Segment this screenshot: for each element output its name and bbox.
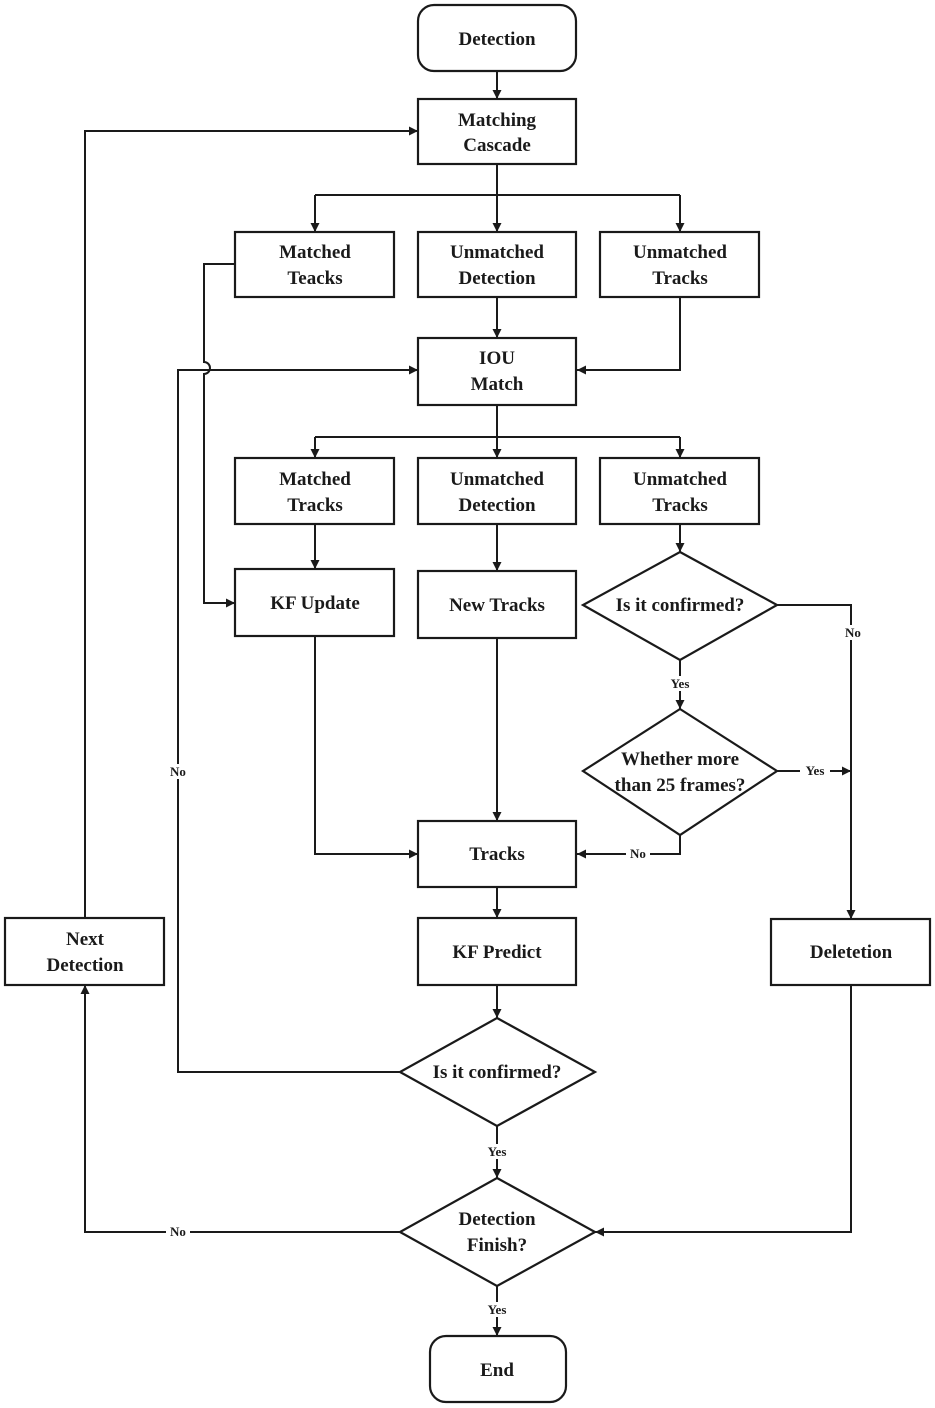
edge-label-backgrounds: [166, 625, 863, 1317]
edge-confirmed-no-to-deletion: [777, 604, 856, 919]
label-confirmed-1-yes: Yes: [671, 676, 690, 691]
node-new-tracks: New Tracks: [416, 569, 578, 640]
node-detection-label: Detection: [458, 29, 535, 50]
node-kf-predict: KF Predict: [416, 916, 578, 987]
connectors: [80, 71, 856, 1336]
decision-detection-finish-line1: Detection: [458, 1209, 535, 1230]
node-next-detection-line1: Next: [66, 929, 105, 950]
label-confirmed-1-no: No: [845, 625, 861, 640]
edge-matched-teacks-to-kf-update: [203, 263, 235, 608]
node-deletion: Deletetion: [769, 917, 932, 987]
node-unmatched-tracks-1-line2: Tracks: [652, 268, 708, 289]
node-matched-teacks: Matched Teacks: [233, 230, 396, 299]
node-iou-match-line2: Match: [471, 374, 524, 395]
label-frames-no: No: [630, 846, 646, 861]
label-frames-yes: Yes: [806, 763, 825, 778]
edge-kf-update-to-tracks: [314, 636, 418, 859]
node-end-label: End: [480, 1360, 514, 1381]
node-unmatched-detection-1-line1: Unmatched: [450, 242, 544, 263]
edge-unmatched-tracks-1-to-iou: [577, 297, 681, 375]
node-iou-match: IOU Match: [416, 336, 578, 407]
node-unmatched-detection-1: Unmatched Detection: [416, 230, 578, 299]
node-matched-teacks-line2: Teacks: [287, 268, 342, 289]
node-matched-tracks: Matched Tracks: [233, 456, 396, 526]
label-finish-no: No: [170, 1224, 186, 1239]
node-new-tracks-label: New Tracks: [449, 595, 545, 616]
edge-next-detection-to-cascade: [84, 126, 418, 918]
node-matched-tracks-line2: Tracks: [287, 495, 343, 516]
edge-finish-no-to-next-detection: [80, 985, 400, 1233]
node-unmatched-tracks-2-line1: Unmatched: [633, 469, 727, 490]
node-tracks-label: Tracks: [469, 844, 525, 865]
node-iou-match-line1: IOU: [479, 348, 515, 369]
edge-confirmed-2-no-to-iou: [177, 365, 418, 1073]
node-tracks: Tracks: [416, 819, 578, 889]
decision-whether-25-frames: Whether more than 25 frames?: [580, 707, 780, 837]
node-deletion-label: Deletetion: [810, 942, 893, 963]
edge-deletion-to-finish: [595, 985, 852, 1237]
node-kf-predict-label: KF Predict: [452, 942, 542, 963]
node-unmatched-detection-2-line1: Unmatched: [450, 469, 544, 490]
decision-whether-25-frames-line2: than 25 frames?: [615, 775, 746, 796]
decision-detection-finish: Detection Finish?: [397, 1176, 598, 1288]
node-unmatched-detection-2: Unmatched Detection: [416, 456, 578, 526]
node-unmatched-tracks-2: Unmatched Tracks: [598, 456, 761, 526]
decision-whether-25-frames-line1: Whether more: [621, 749, 739, 770]
decision-is-confirmed-1: Is it confirmed?: [580, 550, 780, 662]
decision-detection-finish-line2: Finish?: [467, 1235, 527, 1256]
node-matched-teacks-line1: Matched: [279, 242, 351, 263]
node-end: End: [428, 1334, 568, 1404]
node-matching-cascade-line2: Cascade: [463, 135, 531, 156]
node-matching-cascade: Matching Cascade: [416, 97, 578, 166]
node-next-detection-line2: Detection: [46, 955, 123, 976]
node-unmatched-tracks-1-line1: Unmatched: [633, 242, 727, 263]
node-detection: Detection: [416, 3, 578, 73]
label-finish-yes: Yes: [488, 1302, 507, 1317]
node-matching-cascade-line1: Matching: [458, 110, 537, 131]
decision-is-confirmed-2-label: Is it confirmed?: [433, 1062, 562, 1083]
edge-labels: No Yes Yes No No Yes No Yes: [170, 625, 861, 1317]
label-confirmed-2-no: No: [170, 764, 186, 779]
edge-frames-no-to-tracks: [577, 835, 681, 859]
node-unmatched-detection-2-line2: Detection: [458, 495, 535, 516]
node-matched-tracks-line1: Matched: [279, 469, 351, 490]
node-kf-update: KF Update: [233, 567, 396, 638]
decision-is-confirmed-2: Is it confirmed?: [397, 1016, 598, 1128]
decision-is-confirmed-1-label: Is it confirmed?: [616, 595, 745, 616]
label-confirmed-2-yes: Yes: [488, 1144, 507, 1159]
node-unmatched-detection-1-line2: Detection: [458, 268, 535, 289]
node-next-detection: Next Detection: [3, 916, 166, 987]
node-unmatched-tracks-1: Unmatched Tracks: [598, 230, 761, 299]
node-kf-update-label: KF Update: [270, 593, 360, 614]
node-unmatched-tracks-2-line2: Tracks: [652, 495, 708, 516]
